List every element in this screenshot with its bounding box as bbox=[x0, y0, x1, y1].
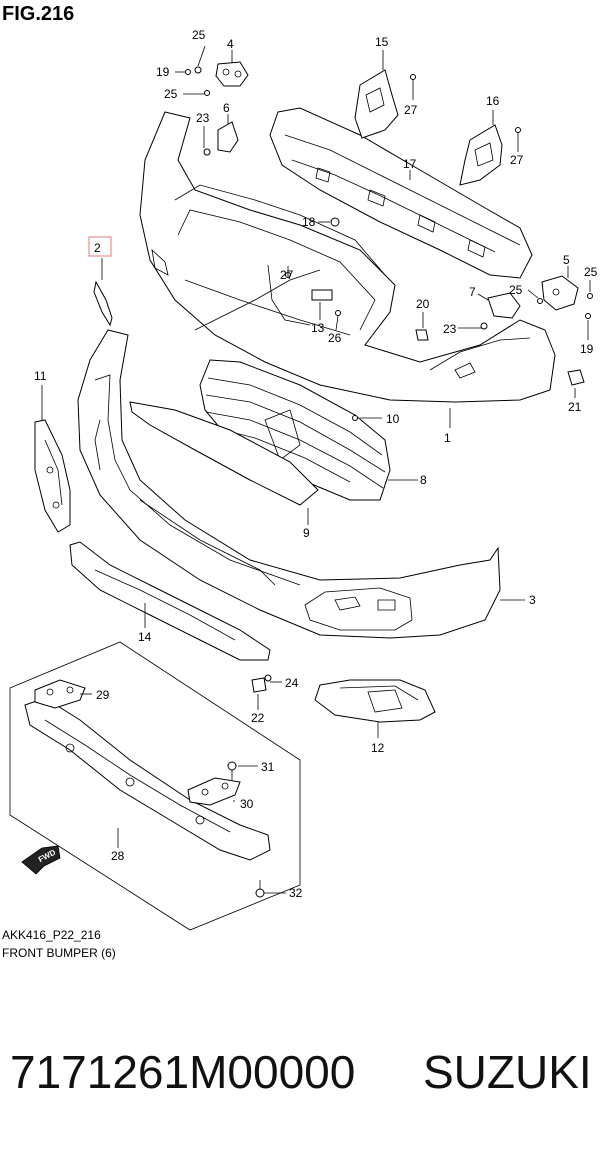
part-31-bolt bbox=[227, 761, 237, 780]
part-29-plate bbox=[34, 679, 86, 709]
callout-6: 6 bbox=[223, 101, 230, 115]
callout-16: 16 bbox=[486, 94, 500, 108]
part-30-plate bbox=[187, 777, 241, 806]
callout-26: 26 bbox=[328, 331, 342, 345]
callout-25-mid: 25 bbox=[509, 283, 523, 297]
callout-11: 11 bbox=[34, 369, 47, 383]
callout-18: 18 bbox=[302, 215, 316, 229]
callout-22: 22 bbox=[251, 711, 265, 725]
part-9-lower-grille-bar bbox=[129, 401, 319, 506]
callout-19-right: 19 bbox=[580, 342, 594, 356]
callout-9: 9 bbox=[303, 526, 310, 540]
callout-12: 12 bbox=[371, 741, 385, 755]
part-11-side-bracket bbox=[34, 419, 71, 533]
part-3-lower-bumper bbox=[77, 329, 501, 639]
callout-25-top: 25 bbox=[192, 28, 206, 42]
callout-15: 15 bbox=[375, 35, 389, 49]
callout-30: 30 bbox=[240, 797, 254, 811]
callout-7: 7 bbox=[469, 285, 476, 299]
callout-25-right: 25 bbox=[584, 265, 598, 279]
callout-23-right: 23 bbox=[443, 322, 457, 336]
part-14-lower-absorber bbox=[69, 541, 271, 661]
fwd-arrow-icon: FWD bbox=[21, 845, 61, 875]
callout-32: 32 bbox=[289, 886, 303, 900]
leader-lines bbox=[41, 45, 591, 894]
part-32-bolt bbox=[255, 880, 265, 898]
callout-29: 29 bbox=[96, 688, 110, 702]
figure-code: AKK416_P22_216 bbox=[2, 928, 101, 942]
part-12-fog-lamp-cover bbox=[314, 679, 436, 723]
callout-2: 2 bbox=[94, 241, 101, 255]
callout-25-left: 25 bbox=[164, 87, 178, 101]
part-22-24-fastener bbox=[251, 674, 272, 693]
part-4-bracket bbox=[215, 61, 249, 87]
part-number: 7171261M00000 bbox=[10, 1046, 356, 1098]
part-13-label-plate bbox=[311, 289, 333, 301]
brand-name: SUZUKI bbox=[423, 1046, 592, 1098]
callout-3: 3 bbox=[529, 593, 536, 607]
callout-27-right: 27 bbox=[510, 153, 524, 167]
part-6-bracket bbox=[217, 121, 239, 153]
callout-23-left: 23 bbox=[196, 111, 210, 125]
callout-19-left: 19 bbox=[156, 65, 170, 79]
callout-17: 17 bbox=[403, 157, 417, 171]
callout-31: 31 bbox=[261, 760, 275, 774]
part-21-clip bbox=[567, 369, 585, 386]
callout-24: 24 bbox=[285, 676, 299, 690]
screws bbox=[185, 66, 593, 421]
callout-5: 5 bbox=[563, 253, 570, 267]
part-15-bracket bbox=[354, 69, 399, 139]
part-8-grille bbox=[199, 359, 391, 501]
callout-28: 28 bbox=[111, 849, 125, 863]
subassembly-box bbox=[9, 641, 301, 931]
part-7-bracket bbox=[487, 292, 521, 319]
callout-8: 8 bbox=[420, 473, 427, 487]
part-28-lower-beam bbox=[24, 697, 271, 861]
part-17-reinforcement bbox=[269, 107, 533, 279]
callout-1: 1 bbox=[444, 431, 451, 445]
part-5-bracket bbox=[541, 275, 579, 311]
callout-4: 4 bbox=[227, 37, 234, 51]
part-16-bracket bbox=[459, 124, 503, 186]
callout-20: 20 bbox=[416, 297, 430, 311]
callout-21: 21 bbox=[568, 400, 582, 414]
callout-labels: 1 2 3 4 5 6 7 8 9 10 11 12 13 14 15 16 1… bbox=[34, 28, 598, 900]
part-1-bumper-frame bbox=[139, 111, 556, 403]
callout-27-mid: 27 bbox=[280, 268, 294, 282]
figure-name: FRONT BUMPER (6) bbox=[2, 946, 116, 960]
part-2-cap bbox=[93, 280, 113, 327]
part-20-nut bbox=[415, 329, 429, 341]
figure-title: FIG.216 bbox=[2, 3, 75, 25]
callout-27-upper: 27 bbox=[404, 103, 418, 117]
callout-10: 10 bbox=[386, 412, 400, 426]
callout-14: 14 bbox=[138, 630, 152, 644]
highlight-box-part-2 bbox=[88, 236, 112, 257]
callout-13: 13 bbox=[311, 321, 325, 335]
